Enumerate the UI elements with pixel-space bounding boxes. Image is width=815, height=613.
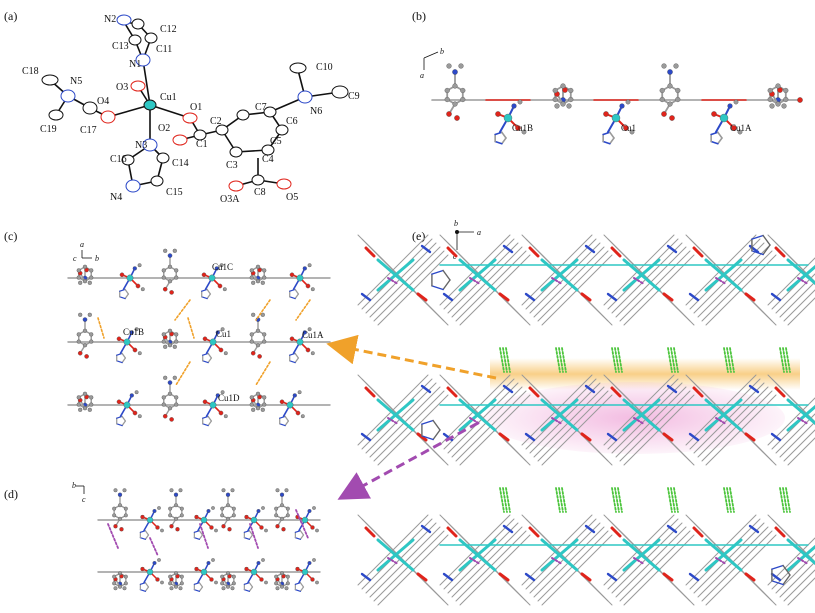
axis-c-label: c — [73, 254, 77, 263]
atom-label: N6 — [310, 106, 322, 117]
panel-d-structure — [97, 488, 321, 592]
cu-label: Cu1A — [730, 123, 752, 133]
atom-label: Cu1 — [160, 92, 177, 103]
panel-e-packing — [357, 234, 815, 606]
atom-label: C12 — [160, 24, 177, 35]
atom-label: C7 — [255, 102, 267, 113]
panel-b-axes: b a — [420, 47, 444, 80]
axis-a-label: a — [420, 71, 424, 80]
axis-b-label: b — [95, 254, 99, 263]
atom-label: C14 — [172, 158, 189, 169]
atom-label: C6 — [286, 116, 298, 127]
panel-c: (c) a b c Cu1C Cu1B Cu1 Cu1A Cu1D — [4, 229, 331, 427]
axis-b-label: b — [72, 481, 76, 490]
cu-label: Cu1 — [216, 329, 231, 339]
atom-label: O1 — [190, 102, 202, 113]
arrow-to-panel-d — [337, 421, 479, 500]
panel-b-label: (b) — [412, 9, 426, 23]
atom-label: N1 — [129, 59, 141, 70]
axis-a-label: a — [477, 228, 481, 237]
atom-label: C16 — [110, 154, 127, 165]
atom-label: N2 — [104, 14, 116, 25]
atom-label: C4 — [262, 154, 274, 165]
atom-label: N5 — [70, 76, 82, 87]
cu-label: Cu1A — [302, 330, 324, 340]
axis-b-label: b — [440, 47, 444, 56]
atom-label: O3 — [116, 82, 128, 93]
panel-a: (a) — [4, 9, 360, 205]
cu-label: Cu1C — [212, 262, 233, 272]
atom-label: C3 — [226, 160, 238, 171]
atom-label: C1 — [196, 139, 208, 150]
panel-e-label: (e) — [412, 229, 425, 243]
atom-label: C5 — [270, 136, 282, 147]
panel-b: (b) b a Cu1B Cu1 Cu1A — [412, 9, 803, 145]
axis-c-label: c — [82, 495, 86, 504]
cu-label: Cu1B — [512, 123, 533, 133]
cu-label: Cu1B — [123, 327, 144, 337]
panel-e-axes: b a c — [453, 219, 481, 261]
panel-b-chain — [431, 63, 803, 145]
atom-label: O4 — [97, 96, 109, 107]
atom-label: C2 — [210, 116, 222, 127]
atom-label: N4 — [110, 192, 122, 203]
atom-label: C11 — [156, 44, 172, 55]
atom-label: O5 — [286, 192, 298, 203]
cu-label: Cu1D — [218, 393, 240, 403]
panel-c-label: (c) — [4, 229, 17, 243]
cu-label: Cu1 — [621, 123, 636, 133]
panel-c-layer — [67, 248, 331, 427]
atom-label: O2 — [158, 123, 170, 134]
arrow-to-panel-c — [326, 334, 497, 380]
axis-a-label: a — [80, 240, 84, 249]
axis-b-label: b — [454, 219, 458, 228]
atom-label: C13 — [112, 41, 129, 52]
atom-label: C19 — [40, 124, 57, 135]
atom-label: C10 — [316, 62, 333, 73]
atom-label: N3 — [135, 140, 147, 151]
atom-label: C15 — [166, 187, 183, 198]
atom-label: C17 — [80, 125, 97, 136]
panel-d-axes: b c — [72, 481, 86, 504]
panel-e: (e) b a c — [357, 219, 815, 606]
atom-label: C18 — [22, 66, 39, 77]
atom-label: C9 — [348, 91, 360, 102]
atom-label: C8 — [254, 187, 266, 198]
panel-a-label: (a) — [4, 9, 17, 23]
panel-d: (d) b c — [4, 481, 321, 592]
atom-label: O3A — [220, 194, 240, 205]
panel-d-label: (d) — [4, 487, 18, 501]
panel-a-atoms — [41, 14, 349, 193]
panel-c-axes: a b c — [73, 240, 99, 263]
panel-a-atom-labels: N2 C12 C13 C11 N1 C10 C18 O3 N5 Cu1 O1 C… — [22, 14, 360, 205]
